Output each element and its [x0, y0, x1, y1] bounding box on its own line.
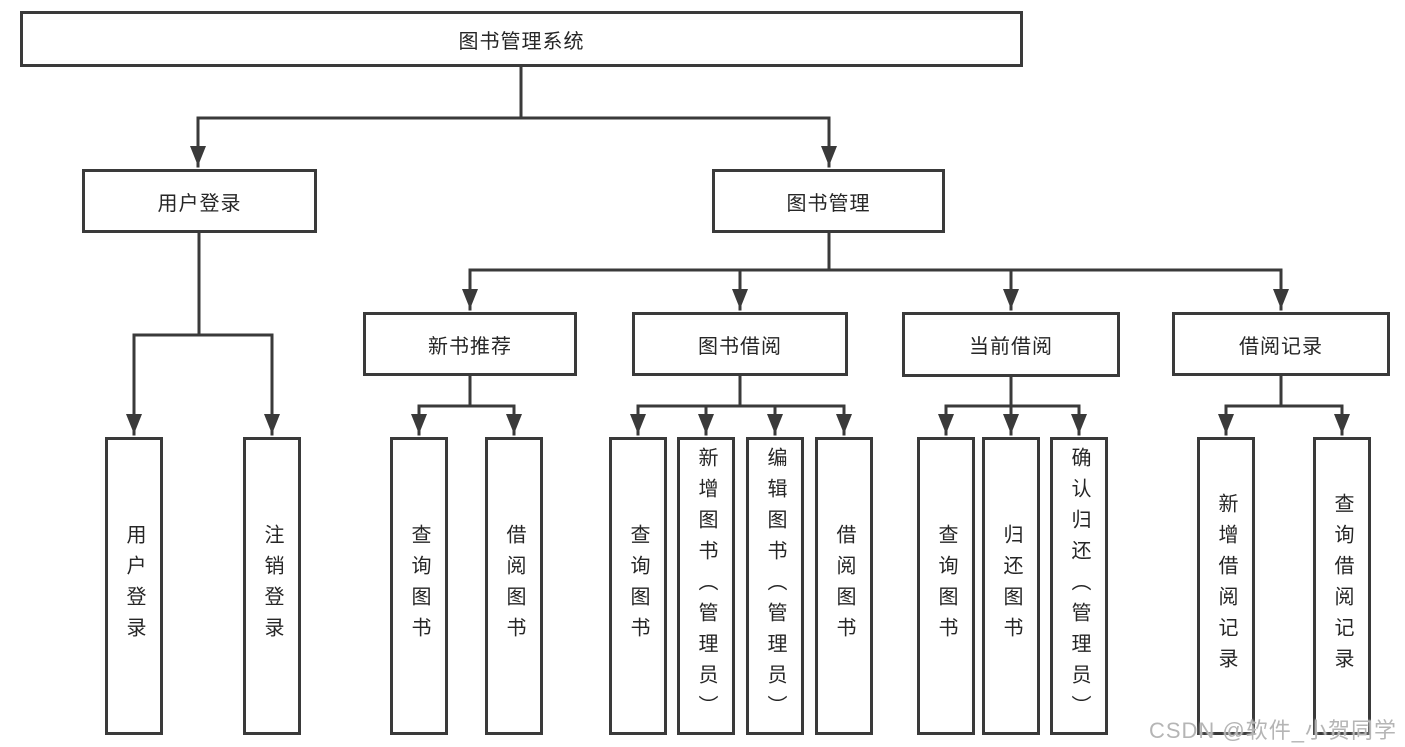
- leaf-add-borrow-record: 新增借阅记录: [1197, 437, 1255, 735]
- leaf-logout: 注销登录: [243, 437, 301, 735]
- node-current-borrow-label: 当前借阅: [969, 336, 1053, 358]
- leaf-return-book-label: 归还图书: [1000, 524, 1022, 648]
- csdn-watermark: CSDN @软件_小贺同学: [1148, 718, 1397, 743]
- leaf-confirm-return: 确认归还（管理员）: [1050, 437, 1108, 735]
- leaf-query-book-c: 查询图书: [917, 437, 975, 735]
- node-root: 图书管理系统: [20, 11, 1023, 67]
- leaf-borrow-book-b: 借阅图书: [815, 437, 873, 735]
- leaf-add-book-label: 新增图书（管理员）: [695, 446, 717, 726]
- node-root-label: 图书管理系统: [458, 30, 585, 53]
- leaf-confirm-return-label: 确认归还（管理员）: [1068, 446, 1090, 726]
- node-user-login: 用户登录: [82, 169, 317, 233]
- leaf-add-borrow-record-label: 新增借阅记录: [1215, 493, 1237, 679]
- leaf-query-book-a-label: 查询图书: [408, 524, 430, 648]
- leaf-query-book-b: 查询图书: [609, 437, 667, 735]
- leaf-query-book-c-label: 查询图书: [935, 524, 957, 648]
- node-book-borrow: 图书借阅: [632, 312, 848, 376]
- leaf-borrow-book-a: 借阅图书: [485, 437, 543, 735]
- leaf-borrow-book-a-label: 借阅图书: [503, 524, 525, 648]
- node-user-login-label: 用户登录: [157, 192, 242, 215]
- leaf-add-book: 新增图书（管理员）: [677, 437, 735, 735]
- node-borrow-record: 借阅记录: [1172, 312, 1390, 376]
- leaf-query-book-a: 查询图书: [390, 437, 448, 735]
- node-new-book-rec: 新书推荐: [363, 312, 577, 376]
- leaf-edit-book-label: 编辑图书（管理员）: [764, 446, 786, 726]
- node-book-mgmt-label: 图书管理: [786, 192, 871, 215]
- leaf-borrow-book-b-label: 借阅图书: [833, 524, 855, 648]
- leaf-edit-book: 编辑图书（管理员）: [746, 437, 804, 735]
- leaf-query-book-b-label: 查询图书: [627, 524, 649, 648]
- node-book-mgmt: 图书管理: [712, 169, 945, 233]
- leaf-query-borrow-record: 查询借阅记录: [1313, 437, 1371, 735]
- leaf-user-login-label: 用户登录: [123, 524, 145, 648]
- leaf-return-book: 归还图书: [982, 437, 1040, 735]
- leaf-query-borrow-record-label: 查询借阅记录: [1331, 493, 1353, 679]
- node-current-borrow: 当前借阅: [902, 312, 1120, 377]
- node-borrow-record-label: 借阅记录: [1239, 335, 1323, 358]
- node-new-book-rec-label: 新书推荐: [428, 335, 512, 358]
- node-book-borrow-label: 图书借阅: [698, 335, 782, 358]
- leaf-user-login: 用户登录: [105, 437, 163, 735]
- leaf-logout-label: 注销登录: [261, 524, 283, 648]
